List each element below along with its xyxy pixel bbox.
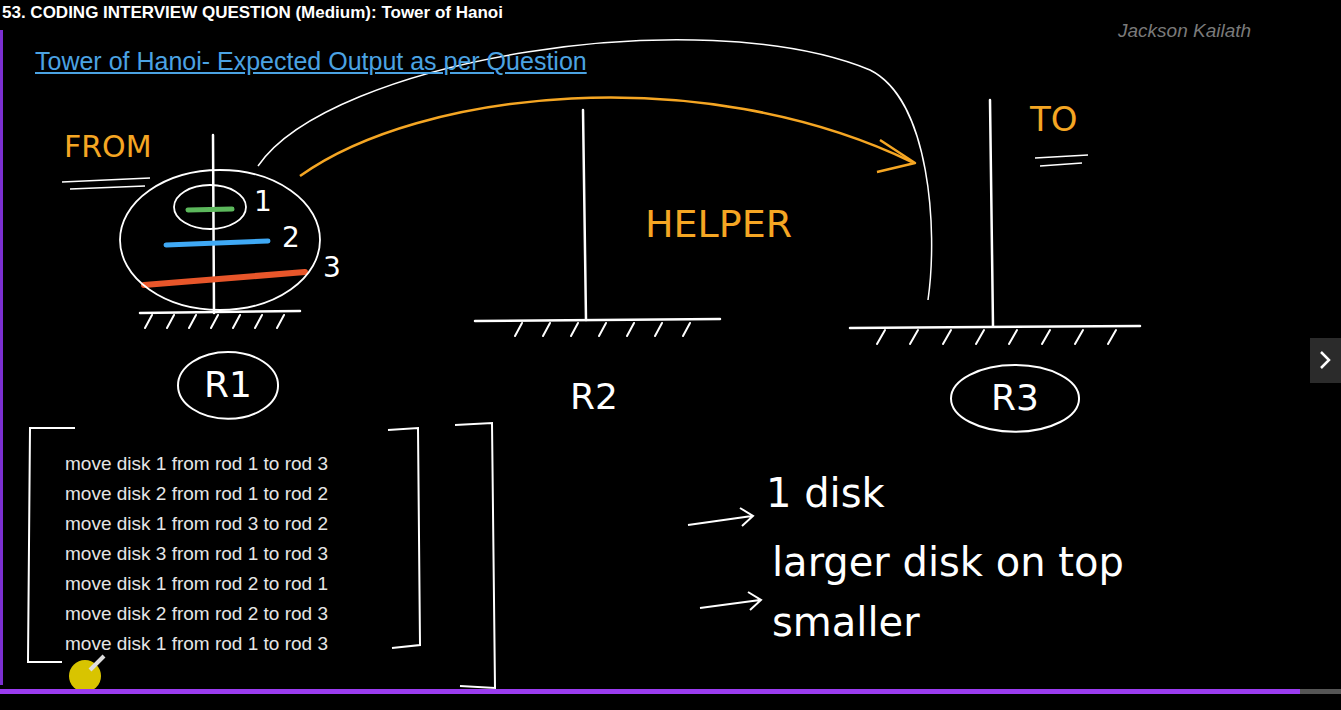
label-text: move disk 1 from rod 1 to rod 3	[65, 633, 328, 654]
rod	[583, 110, 586, 320]
label-text: move disk 1 from rod 2 to rod 1	[65, 573, 328, 594]
label-text: 1	[254, 185, 272, 218]
label-text: R2	[570, 376, 618, 417]
edge-strip	[0, 30, 3, 685]
rod	[213, 135, 214, 313]
move-line: move disk 3 from rod 1 to rod 3	[65, 543, 328, 565]
disk-number: 3	[323, 252, 341, 284]
label-text: larger disk on top smaller	[772, 539, 1124, 645]
slide-heading: Tower of Hanoi- Expected Output as per Q…	[35, 47, 587, 76]
ground-hatch	[515, 323, 690, 336]
label-text: 53. CODING INTERVIEW QUESTION (Medium): …	[2, 3, 503, 22]
move-line: move disk 1 from rod 1 to rod 3	[65, 633, 328, 655]
underline-scribble	[1035, 155, 1088, 166]
rod-role: TO	[1030, 100, 1078, 139]
disk-small	[188, 209, 232, 210]
label-text: FROM	[64, 129, 152, 164]
progress-track	[0, 689, 1341, 694]
label-text: move disk 1 from rod 3 to rod 2	[65, 513, 328, 534]
move-line: move disk 1 from rod 1 to rod 3	[65, 453, 328, 475]
note-arrow	[688, 508, 753, 526]
handwritten-note: 1 disk	[766, 470, 885, 516]
ellipse	[178, 352, 278, 419]
label-text: HELPER	[645, 202, 792, 246]
label-text: 3	[323, 251, 341, 284]
ground-hatch	[145, 315, 284, 328]
ground-hatch	[877, 330, 1116, 344]
move-line: move disk 1 from rod 2 to rod 1	[65, 573, 328, 595]
label-text: 2	[282, 221, 300, 254]
progress-bar	[0, 689, 1300, 694]
handwritten-note: larger disk on top smaller	[772, 532, 1172, 652]
label-text: move disk 2 from rod 1 to rod 2	[65, 483, 328, 504]
pen	[90, 656, 104, 670]
disk-medium	[166, 241, 268, 245]
rod	[990, 100, 993, 326]
heading-text: Tower of Hanoi- Expected Output as per Q…	[35, 47, 587, 75]
disk-circle	[174, 185, 246, 229]
rod-base	[140, 311, 300, 313]
rod-circle: R3	[949, 363, 1081, 434]
rod-name: R3	[991, 377, 1039, 418]
stroke-curve	[258, 40, 932, 300]
window-title: 53. CODING INTERVIEW QUESTION (Medium): …	[2, 3, 503, 23]
watermark: Jackson Kailath	[1118, 20, 1251, 42]
rod-role: FROM	[64, 130, 152, 165]
ellipse	[951, 365, 1079, 432]
chevron	[1321, 352, 1329, 368]
arrow-head	[877, 140, 915, 172]
disk-number: 2	[282, 222, 300, 254]
rod-circle: R1	[176, 350, 280, 421]
rod-name: R2	[570, 376, 618, 417]
move-arrow	[300, 98, 912, 176]
bracket	[455, 423, 495, 688]
label-text: Jackson Kailath	[1118, 20, 1251, 41]
move-line: move disk 1 from rod 3 to rod 2	[65, 513, 328, 535]
label-text: move disk 3 from rod 1 to rod 3	[65, 543, 328, 564]
bracket	[388, 428, 420, 648]
label-text: 1 disk	[766, 470, 885, 516]
move-line: move disk 2 from rod 2 to rod 3	[65, 603, 328, 625]
disk-number: 1	[254, 186, 272, 218]
move-line: move disk 2 from rod 1 to rod 2	[65, 483, 328, 505]
rod-name: R1	[204, 364, 252, 405]
stack-circle	[120, 170, 320, 310]
label-text: move disk 1 from rod 1 to rod 3	[65, 453, 328, 474]
rods	[140, 100, 1140, 344]
label-text: move disk 2 from rod 2 to rod 3	[65, 603, 328, 624]
label-text: TO	[1030, 99, 1078, 139]
next-button	[1310, 338, 1341, 383]
note-arrow	[700, 592, 761, 610]
rod-role: HELPER	[645, 203, 792, 247]
rod-base	[850, 326, 1140, 328]
rod-base	[475, 319, 720, 321]
underline-scribble	[62, 178, 150, 189]
disk-large	[144, 272, 305, 285]
